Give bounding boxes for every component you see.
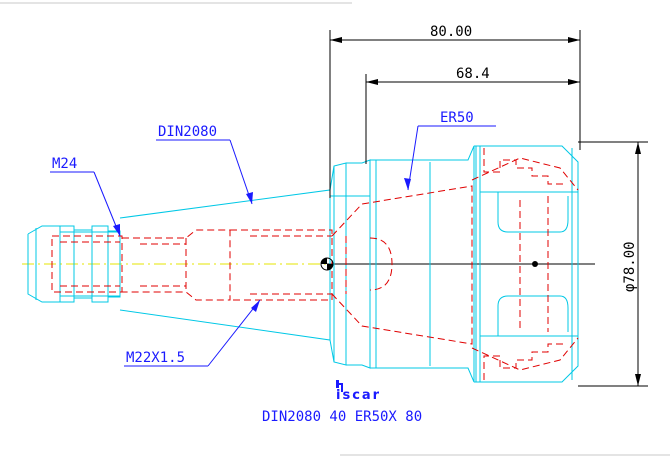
callout-m22x1-5: M22X1.5 — [126, 350, 185, 366]
central-bore — [230, 229, 333, 301]
nut-slot-bottom — [497, 295, 569, 336]
nut-thread-top — [483, 148, 566, 185]
part-designation: DIN2080 40 ER50X 80 — [262, 409, 422, 425]
nut-inner-bottom — [471, 337, 579, 371]
callout-m24-leader — [50, 171, 121, 237]
brand-logo — [336, 380, 343, 392]
nut-inner-top — [471, 157, 579, 191]
nut-center-point — [532, 261, 538, 267]
collet-body-outline-2 — [370, 145, 475, 383]
callout-din2080: DIN2080 — [158, 124, 217, 140]
brand-logo-text: iscar — [336, 388, 381, 403]
rear-thread-bore — [51, 235, 123, 293]
collet-seat-arc — [369, 237, 393, 291]
nut-thread-bottom — [483, 343, 566, 380]
dimension-diameter-label: φ78.00 — [622, 241, 638, 292]
callout-m22-leader — [124, 299, 261, 367]
dimension-collet-length: 68.4 — [456, 66, 490, 82]
hidden-lines — [51, 148, 579, 380]
callout-er50-leader — [404, 125, 496, 191]
collet-body-outline — [346, 159, 371, 369]
dimension-overall-length: 80.00 — [430, 24, 472, 40]
callout-m24: M24 — [52, 156, 77, 172]
taper-outline — [119, 189, 331, 341]
callout-din2080-leader — [156, 139, 253, 205]
collet-nut-outline — [474, 145, 579, 383]
dimension-collet — [365, 74, 580, 164]
front-thread-bore — [122, 229, 231, 301]
datum-fill — [321, 258, 327, 264]
dimension-diameter — [578, 141, 648, 387]
callout-er50: ER50 — [440, 110, 474, 126]
collet-pocket — [331, 185, 473, 345]
dimension-overall — [329, 30, 581, 198]
nut-slot-top — [497, 192, 569, 233]
